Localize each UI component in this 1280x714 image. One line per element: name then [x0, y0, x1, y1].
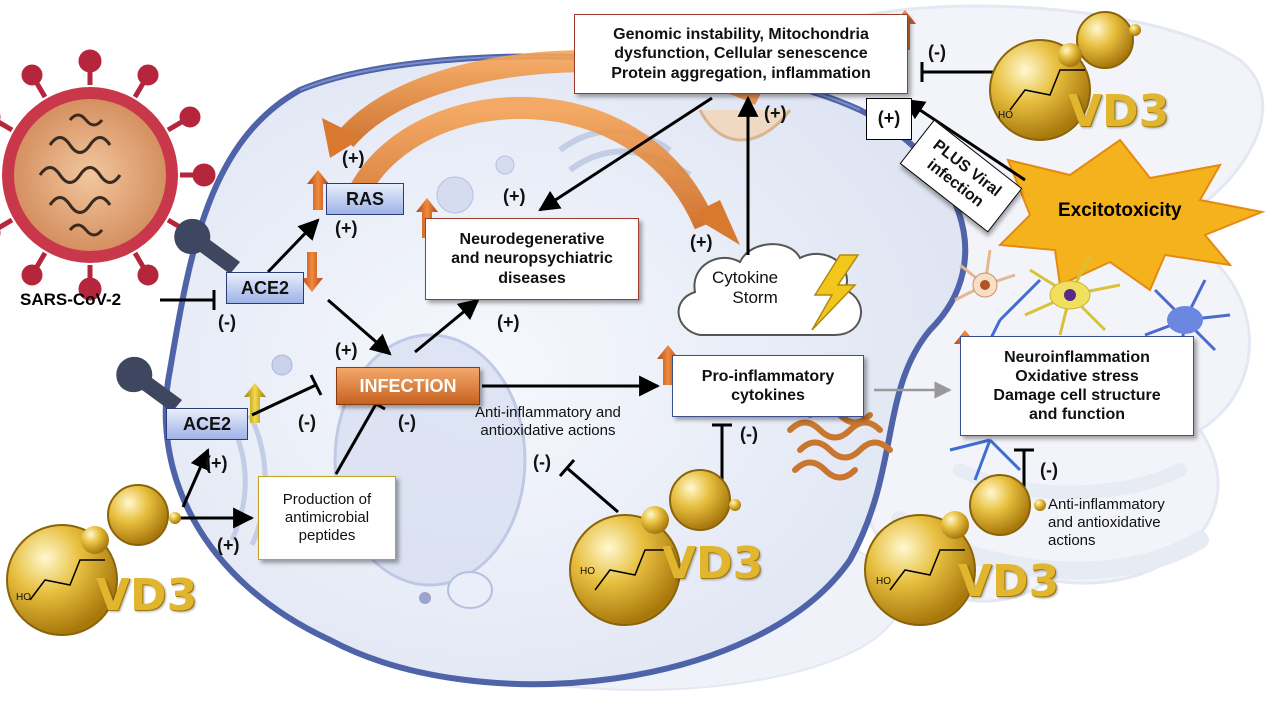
sign-plus-ras-top: (+): [342, 148, 365, 168]
ace2-receptor-bottom: [116, 356, 182, 412]
ho-label-top-right: HO: [998, 110, 1013, 121]
vd3-label-bottom-left: VD3: [96, 570, 198, 621]
excitotoxicity-star: [997, 138, 1266, 292]
sign-minus-vd3-top: (-): [928, 42, 946, 62]
anti-right-line-2: and antioxidative: [1048, 514, 1161, 531]
genomic-line-1: Genomic instability, Mitochondria: [613, 26, 869, 44]
sign-minus-ace2: (-): [298, 412, 316, 432]
ho-label-bottom-left: HO: [16, 592, 31, 603]
vd3-molecule-bottom-right: [864, 474, 1046, 626]
infection-box: INFECTION: [336, 367, 480, 405]
lightning-bolt: [811, 254, 860, 331]
activating-arrows: [180, 95, 1026, 529]
infection-label: INFECTION: [359, 375, 457, 396]
ras-box: RAS: [326, 183, 404, 215]
genomic-line-3: Protein aggregation, inflammation: [611, 64, 871, 82]
anti-inflammatory-mid: Anti-inflammatory and antioxidative acti…: [475, 404, 621, 440]
vd3-molecule-bottom-left: [6, 484, 181, 636]
sign-plus-ace2: (+): [205, 453, 228, 473]
plus-sign-box-text: (+): [877, 108, 901, 129]
ho-label-center: HO: [580, 566, 595, 577]
proinflam-line-2: cytokines: [731, 387, 805, 404]
vd3-label-center: VD3: [662, 538, 764, 589]
sign-plus-ras: (+): [335, 218, 358, 238]
ace2-top-label: ACE2: [240, 277, 289, 298]
cytokine-storm-line-2: Storm: [732, 288, 778, 308]
anti-mid-line-2: antioxidative actions: [480, 422, 616, 439]
anti-mid-line-1: Anti-inflammatory and: [475, 404, 621, 421]
ace2-top-box: ACE2: [226, 272, 304, 304]
proinflam-line-1: Pro-inflammatory: [701, 367, 835, 385]
antimicrobial-peptides-box: Production of antimicrobial peptides: [258, 476, 396, 560]
ho-label-bottom-right: HO: [876, 576, 891, 587]
amp-line-1: Production of: [282, 491, 372, 508]
cytokine-storm-cloud: [677, 243, 862, 336]
neuroinflam-line-2: Oxidative stress: [1015, 367, 1139, 385]
ace2-receptor-top: [174, 218, 240, 274]
neuroinflammation-box: Neuroinflammation Oxidative stress Damag…: [960, 336, 1194, 436]
vd3-label-top-right: VD3: [1068, 86, 1170, 137]
sign-minus-neuroinflam: (-): [1040, 460, 1058, 480]
sign-minus-infection: (-): [398, 412, 416, 432]
sign-plus-genomic: (+): [764, 103, 787, 123]
genomic-line-2: dysfunction, Cellular senescence: [614, 45, 868, 63]
neuro-line-3: diseases: [498, 269, 566, 287]
neuro-line-2: and neuropsychiatric: [451, 250, 613, 268]
cytokine-storm-text: Cytokine Storm: [712, 268, 778, 309]
vd3-molecule-center: [569, 469, 741, 626]
genomic-instability-box: Genomic instability, Mitochondria dysfun…: [574, 14, 908, 94]
amp-line-2: antimicrobial: [284, 509, 370, 526]
sars-cov2-label: SARS-CoV-2: [20, 290, 122, 309]
sign-minus-cytokines: (-): [740, 424, 758, 444]
vd3-label-bottom-right: VD3: [958, 556, 1060, 607]
neuroinflam-line-3: Damage cell structure: [993, 387, 1161, 404]
neuro-line-1: Neurodegenerative: [459, 231, 605, 249]
excitotoxicity-label: Excitotoxicity: [1058, 200, 1182, 221]
sign-plus-infection: (+): [335, 340, 358, 360]
anti-inflammatory-right: Anti-inflammatory and antioxidative acti…: [1048, 496, 1165, 550]
anti-right-line-3: actions: [1048, 532, 1096, 549]
ace2-bottom-label: ACE2: [182, 413, 231, 434]
sign-minus-anti-mid: (-): [533, 452, 551, 472]
neurodegenerative-box: Neurodegenerative and neuropsychiatric d…: [425, 218, 639, 300]
sign-plus-peptides: (+): [217, 535, 240, 555]
down-arrow: [301, 252, 323, 292]
amp-line-3: peptides: [298, 527, 356, 544]
sign-plus-neuro-top: (+): [503, 186, 526, 206]
plus-sign-box: (+): [866, 98, 912, 140]
ace2-bottom-box: ACE2: [166, 408, 248, 440]
ras-label: RAS: [345, 188, 384, 209]
anti-right-line-1: Anti-inflammatory: [1048, 496, 1165, 513]
neuroinflam-line-4: and function: [1029, 406, 1125, 424]
virus-graphic: [0, 49, 216, 301]
vd3-molecule-top-right: [989, 11, 1141, 141]
cytokine-storm-line-1: Cytokine: [712, 268, 779, 287]
sign-plus-cytokine: (+): [690, 232, 713, 252]
sign-plus-neuro: (+): [497, 312, 520, 332]
neuron-graphics: [949, 249, 1231, 481]
sign-minus-sars: (-): [218, 312, 236, 332]
neuroinflam-line-1: Neuroinflammation: [1004, 348, 1150, 366]
pro-inflammatory-box: Pro-inflammatory cytokines: [672, 355, 864, 417]
